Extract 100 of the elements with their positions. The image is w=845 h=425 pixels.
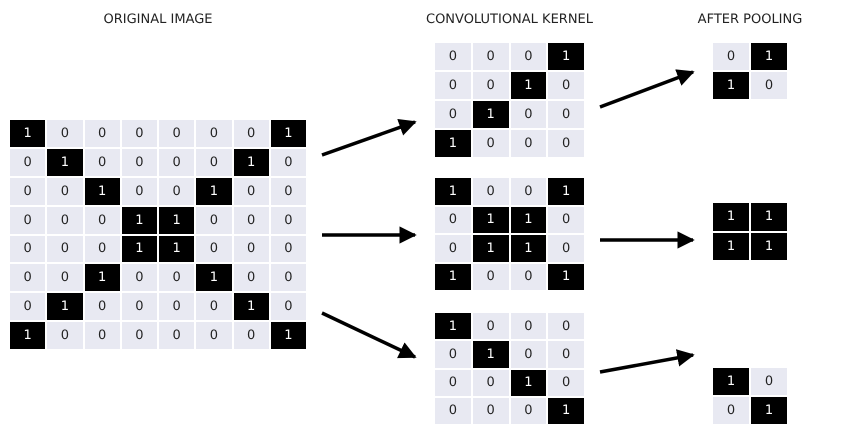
matrix-cell: 0 bbox=[713, 397, 749, 424]
matrix-cell: 1 bbox=[234, 148, 269, 176]
matrix-cell: 0 bbox=[270, 264, 306, 292]
matrix-cell: 1 bbox=[84, 264, 120, 292]
matrix-cell: 1 bbox=[472, 206, 508, 233]
matrix-cell: 0 bbox=[548, 235, 584, 262]
matrix-cell: 1 bbox=[713, 368, 749, 395]
matrix-cell: 0 bbox=[472, 398, 508, 424]
matrix-cell: 0 bbox=[548, 130, 584, 157]
panel-heading: CONVOLUTIONAL KERNEL bbox=[426, 12, 593, 27]
matrix-cell: 0 bbox=[122, 120, 157, 147]
matrix-cell: 1 bbox=[510, 206, 546, 233]
matrix-cell: 0 bbox=[234, 206, 269, 234]
matrix-cell: 0 bbox=[122, 148, 157, 176]
matrix-cell: 0 bbox=[270, 236, 306, 262]
matrix-cell: 0 bbox=[122, 264, 157, 292]
matrix-cell: 0 bbox=[47, 236, 82, 262]
matrix-cell: 0 bbox=[270, 148, 306, 176]
matrix-cell: 0 bbox=[435, 101, 471, 128]
matrix-cell: 1 bbox=[270, 322, 306, 349]
matrix-cell: 1 bbox=[713, 203, 749, 230]
matrix-cell: 0 bbox=[84, 206, 120, 234]
matrix-cell: 0 bbox=[548, 206, 584, 233]
matrix-cell: 0 bbox=[472, 370, 508, 396]
matrix-cell: 0 bbox=[472, 178, 508, 204]
matrix-cell: 0 bbox=[548, 101, 584, 128]
panel-heading: ORIGINAL IMAGE bbox=[104, 12, 212, 27]
matrix-cell: 0 bbox=[510, 264, 546, 290]
matrix-cell: 0 bbox=[196, 120, 232, 147]
matrix-cell: 0 bbox=[548, 72, 584, 99]
matrix-cell: 0 bbox=[10, 206, 46, 234]
matrix-cell: 0 bbox=[510, 43, 546, 70]
matrix-cell: 0 bbox=[196, 322, 232, 349]
matrix-cell: 0 bbox=[435, 206, 471, 233]
matrix-cell: 1 bbox=[47, 148, 82, 176]
matrix-cell: 0 bbox=[234, 178, 269, 205]
matrix-cell: 1 bbox=[435, 130, 471, 157]
matrix-cell: 1 bbox=[435, 264, 471, 290]
matrix-cell: 1 bbox=[548, 178, 584, 204]
matrix-cell: 0 bbox=[10, 148, 46, 176]
matrix-cell: 0 bbox=[472, 264, 508, 290]
matrix-cell: 0 bbox=[548, 370, 584, 396]
matrix-cell: 1 bbox=[159, 236, 194, 262]
matrix-cell: 0 bbox=[10, 264, 46, 292]
matrix-cell: 1 bbox=[472, 235, 508, 262]
arrow bbox=[600, 349, 695, 374]
arrow bbox=[322, 226, 417, 244]
matrix-cell: 0 bbox=[84, 148, 120, 176]
matrix-cell: 0 bbox=[548, 341, 584, 368]
matrix-cell: 0 bbox=[47, 322, 82, 349]
matrix-cell: 0 bbox=[472, 72, 508, 99]
matrix-cell: 0 bbox=[196, 236, 232, 262]
matrix-cell: 0 bbox=[435, 72, 471, 99]
matrix-cell: 0 bbox=[751, 72, 787, 99]
matrix-cell: 0 bbox=[196, 293, 232, 320]
matrix-cell: 0 bbox=[510, 313, 546, 340]
matrix-cell: 1 bbox=[472, 341, 508, 368]
panel-heading: AFTER POOLING bbox=[698, 12, 802, 27]
arrow bbox=[321, 119, 417, 157]
matrix-cell: 0 bbox=[510, 130, 546, 157]
matrix-cell: 0 bbox=[234, 264, 269, 292]
matrix-cell: 0 bbox=[472, 43, 508, 70]
matrix-cell: 1 bbox=[548, 43, 584, 70]
matrix-cell: 1 bbox=[751, 232, 787, 260]
matrix-cell: 0 bbox=[435, 398, 471, 424]
matrix-cell: 1 bbox=[10, 120, 46, 147]
matrix-cell: 0 bbox=[84, 293, 120, 320]
matrix-cell: 0 bbox=[234, 120, 269, 147]
arrow bbox=[321, 311, 417, 359]
matrix-cell: 1 bbox=[435, 178, 471, 204]
matrix-cell: 0 bbox=[159, 120, 194, 147]
matrix-cell: 0 bbox=[234, 236, 269, 262]
matrix-cell: 0 bbox=[122, 293, 157, 320]
matrix-cell: 0 bbox=[510, 178, 546, 204]
matrix-cell: 0 bbox=[10, 178, 46, 205]
matrix-cell: 1 bbox=[510, 235, 546, 262]
matrix-cell: 0 bbox=[196, 206, 232, 234]
matrix-cell: 0 bbox=[159, 293, 194, 320]
arrow bbox=[599, 69, 695, 109]
matrix-cell: 0 bbox=[234, 322, 269, 349]
matrix-cell: 0 bbox=[159, 178, 194, 205]
matrix-cell: 0 bbox=[270, 206, 306, 234]
matrix-cell: 0 bbox=[435, 341, 471, 368]
matrix-cell: 0 bbox=[196, 148, 232, 176]
matrix-cell: 0 bbox=[47, 178, 82, 205]
matrix-cell: 0 bbox=[159, 264, 194, 292]
matrix-cell: 0 bbox=[84, 236, 120, 262]
matrix-cell: 1 bbox=[713, 232, 749, 260]
matrix-cell: 0 bbox=[510, 398, 546, 424]
matrix-cell: 1 bbox=[196, 178, 232, 205]
matrix-cell: 0 bbox=[47, 120, 82, 147]
matrix-cell: 0 bbox=[548, 313, 584, 340]
matrix-cell: 0 bbox=[122, 178, 157, 205]
matrix-cell: 1 bbox=[159, 206, 194, 234]
matrix-cell: 1 bbox=[548, 398, 584, 424]
matrix-cell: 0 bbox=[84, 120, 120, 147]
matrix-cell: 0 bbox=[435, 370, 471, 396]
matrix-cell: 0 bbox=[47, 206, 82, 234]
matrix-cell: 1 bbox=[751, 43, 787, 70]
matrix-cell: 0 bbox=[10, 236, 46, 262]
